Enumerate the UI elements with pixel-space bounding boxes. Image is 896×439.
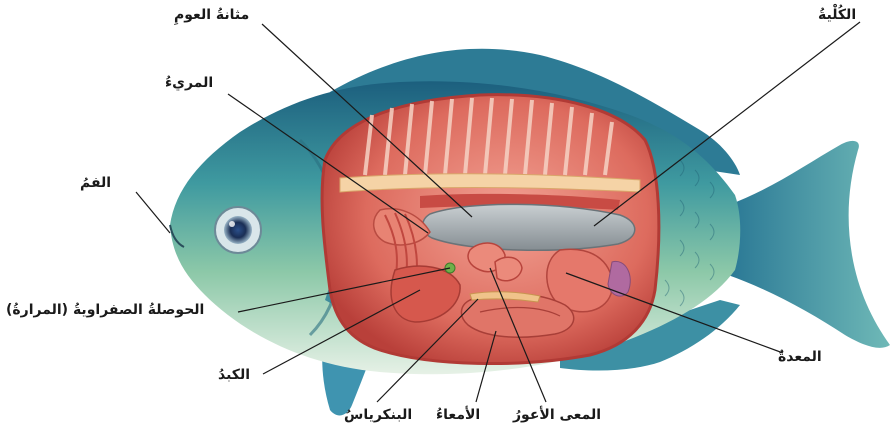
swim-bladder <box>423 204 635 250</box>
label-esophagus: المريءُ <box>165 74 213 92</box>
tail-fin <box>728 141 890 348</box>
label-pancreas: البنكرياسُ <box>344 406 412 424</box>
label-stomach: المعدةُ <box>778 348 822 366</box>
label-swim-bladder: مثانةُ العومِ <box>174 6 249 24</box>
label-gallbladder: الحوصلةُ الصفراويةُ (المرارةُ) <box>6 301 204 319</box>
label-cecum: المعى الأعورُ <box>513 406 601 424</box>
label-intestines: الأمعاءُ <box>436 406 480 424</box>
label-mouth: الفمُ <box>80 174 111 192</box>
leader-mouth <box>136 192 170 233</box>
label-kidney: الكُلْيةُ <box>818 6 856 24</box>
label-liver: الكبدُ <box>218 366 250 384</box>
eye <box>215 207 261 253</box>
